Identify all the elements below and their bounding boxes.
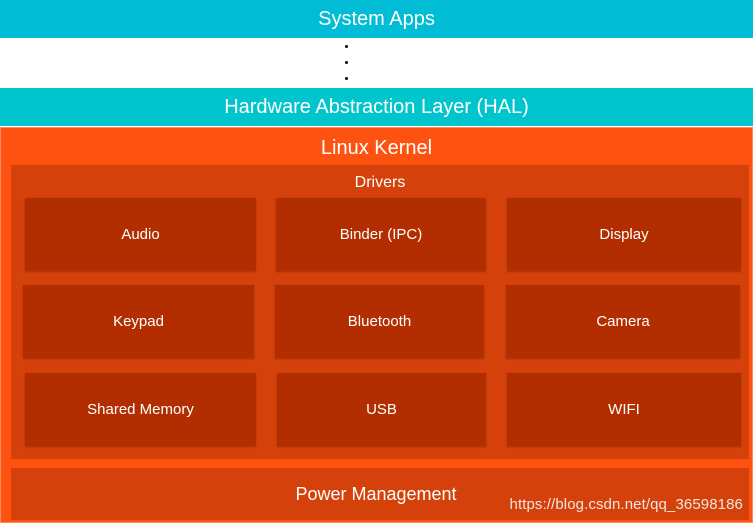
linux-kernel-layer: Linux Kernel Drivers Audio Binder (IPC) … <box>0 127 753 523</box>
driver-label: Binder (IPC) <box>339 226 423 243</box>
driver-audio: Audio <box>25 198 256 271</box>
driver-label: WIFI <box>608 401 640 418</box>
driver-keypad: Keypad <box>23 285 254 358</box>
driver-shared-memory: Shared Memory <box>25 373 256 446</box>
hal-layer: Hardware Abstraction Layer (HAL) <box>0 88 753 126</box>
driver-camera: Camera <box>506 285 740 358</box>
drivers-title: Drivers <box>354 174 406 191</box>
layer-ellipsis <box>0 38 753 88</box>
driver-label: Bluetooth <box>347 313 412 330</box>
driver-label: USB <box>366 401 397 418</box>
drivers-group: Drivers Audio Binder (IPC) Display Keypa… <box>11 165 749 459</box>
power-management-label: Power Management <box>295 483 457 504</box>
driver-label: Keypad <box>113 313 164 330</box>
driver-bluetooth: Bluetooth <box>275 285 484 358</box>
hal-label: Hardware Abstraction Layer (HAL) <box>224 95 529 118</box>
driver-wifi: WIFI <box>507 373 741 446</box>
ellipsis-dot-3 <box>345 77 348 80</box>
watermark-url: https://blog.csdn.net/qq_36598186 <box>509 496 743 513</box>
driver-label: Camera <box>596 313 650 330</box>
ellipsis-dot-1 <box>345 45 348 48</box>
driver-label: Display <box>599 226 649 243</box>
driver-label: Shared Memory <box>87 401 194 418</box>
system-apps-label: System Apps <box>318 7 435 30</box>
driver-display: Display <box>507 198 741 271</box>
driver-binder-ipc: Binder (IPC) <box>276 198 486 271</box>
ellipsis-dot-2 <box>345 61 348 64</box>
system-apps-layer: System Apps <box>0 0 753 38</box>
driver-usb: USB <box>277 373 486 446</box>
power-management-block: Power Management <box>11 468 749 520</box>
driver-label: Audio <box>121 226 160 243</box>
linux-kernel-title: Linux Kernel <box>320 137 433 159</box>
